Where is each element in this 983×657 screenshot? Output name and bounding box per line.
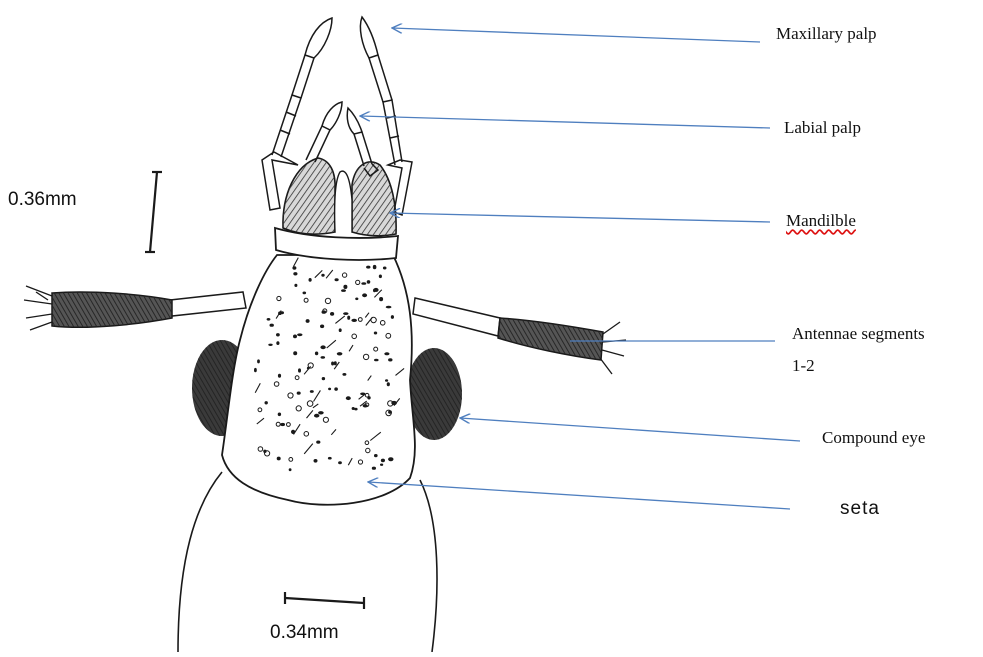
pointer-maxillary-palp	[392, 28, 760, 42]
pointer-mandible	[390, 213, 770, 222]
label-antennae-line2: 1-2	[792, 356, 815, 376]
mandibles	[283, 158, 396, 236]
pointer-labial-palp	[360, 116, 770, 128]
label-labial-palp: Labial palp	[784, 118, 861, 138]
label-maxillary-palp: Maxillary palp	[776, 24, 877, 44]
label-compound-eye: Compound eye	[822, 428, 925, 448]
label-mandible: Mandilble	[786, 211, 856, 231]
label-antennae-line1: Antennae segments	[792, 324, 925, 344]
pointer-seta	[368, 482, 790, 509]
scale-bar-horizontal	[285, 592, 364, 609]
label-seta: seta	[840, 498, 880, 520]
scale-label-vertical: 0.36mm	[8, 189, 77, 211]
scale-bar-vertical	[145, 172, 162, 252]
pointer-compound-eye	[460, 418, 800, 441]
scale-label-horizontal: 0.34mm	[270, 622, 339, 644]
antenna-left	[24, 286, 246, 330]
